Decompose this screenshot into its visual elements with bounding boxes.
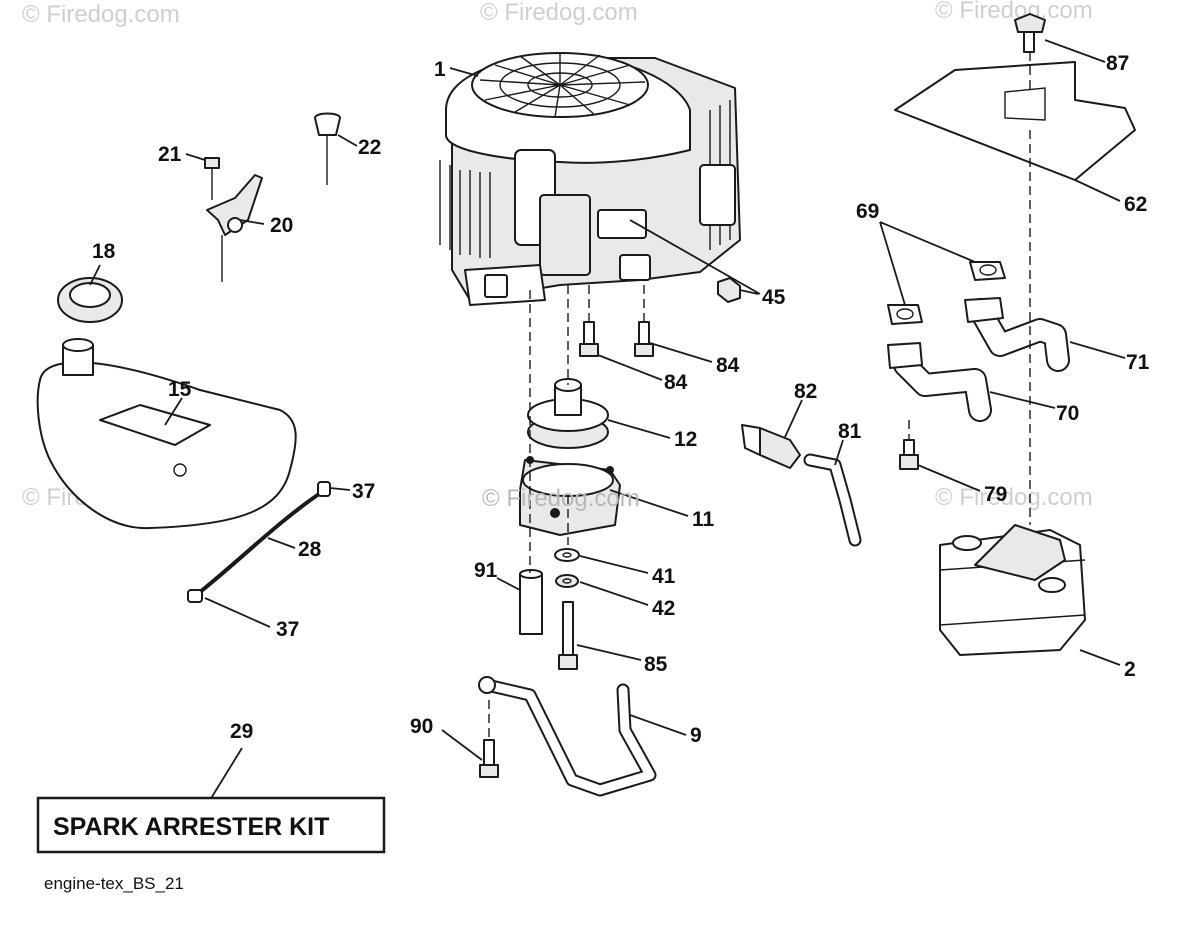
exhaust-pipe-part-71 (964, 297, 1070, 372)
callout-numbers: 1 2 9 11 12 15 18 20 21 22 28 29 37 37 4… (92, 52, 1150, 747)
clamp-part-37-lower (187, 589, 203, 603)
callout-22: 22 (358, 136, 381, 159)
bolt-part-84-left (579, 321, 599, 357)
exhaust-pipe-part-70 (887, 342, 992, 422)
callout-87: 87 (1106, 52, 1129, 75)
callout-90: 90 (410, 715, 433, 738)
callout-29: 29 (230, 720, 253, 743)
callout-12: 12 (674, 428, 697, 451)
fitting-part-82 (741, 424, 801, 469)
bolt-part-84-right (634, 321, 654, 357)
spacer-part-91 (519, 569, 543, 635)
muffler-part-2 (939, 524, 1086, 656)
callout-84-right: 84 (716, 354, 740, 377)
diagram-caption: engine-tex_BS_21 (44, 874, 184, 893)
callout-70: 70 (1056, 402, 1079, 425)
washer-part-41 (554, 548, 580, 562)
callout-21: 21 (158, 143, 182, 166)
rod-part-9 (478, 676, 657, 797)
callout-2: 2 (1124, 658, 1136, 681)
callout-69: 69 (856, 200, 879, 223)
watermark-mid-right: © Firedog.com (935, 484, 1093, 511)
fuel-line-part-28 (198, 490, 324, 594)
nut-part-45 (717, 277, 741, 303)
spark-arrester-kit-box: SPARK ARRESTER KIT (36, 796, 386, 854)
callout-85: 85 (644, 653, 668, 676)
gasket-part-69-lower (887, 304, 923, 325)
callout-42: 42 (652, 597, 675, 620)
callout-28: 28 (298, 538, 322, 561)
callout-37-upper: 37 (352, 480, 375, 503)
gasket-part-69-upper (969, 261, 1006, 281)
callout-20: 20 (270, 214, 293, 237)
throttle-part-20 (206, 174, 263, 282)
alignment-lines (488, 52, 1031, 740)
callout-9: 9 (690, 724, 702, 747)
clamp-part-37-upper (317, 481, 331, 497)
engine-part-1 (439, 52, 741, 306)
bolt-part-87 (1014, 13, 1046, 53)
fuel-tank-part-15 (36, 338, 297, 530)
bolt-part-85 (558, 601, 578, 670)
callout-91: 91 (474, 559, 498, 582)
heat-shield-part-62 (894, 61, 1136, 181)
washer-part-42 (555, 574, 579, 588)
callout-15: 15 (168, 378, 192, 401)
callout-45: 45 (762, 286, 786, 309)
leader-lines (89, 39, 1126, 801)
callout-71: 71 (1126, 351, 1150, 374)
callout-37-lower: 37 (276, 618, 299, 641)
callout-41: 41 (652, 565, 676, 588)
pulley-part-12 (527, 378, 609, 449)
knob-part-22 (314, 112, 341, 185)
callout-11: 11 (692, 508, 715, 531)
watermark-top-left: © Firedog.com (22, 1, 180, 28)
screw-part-21 (204, 157, 220, 200)
callout-1: 1 (434, 58, 446, 81)
callout-18: 18 (92, 240, 116, 263)
callout-84-left: 84 (664, 371, 688, 394)
callout-82: 82 (794, 380, 817, 403)
bolt-part-90 (479, 739, 499, 778)
callout-81: 81 (838, 420, 862, 443)
watermark-center: © Firedog.com (482, 485, 640, 512)
callout-79: 79 (984, 483, 1007, 506)
watermark-top-center: © Firedog.com (480, 0, 638, 26)
hose-part-81 (803, 453, 862, 547)
bolt-part-79 (899, 439, 919, 470)
watermark-top-right: © Firedog.com (935, 0, 1093, 24)
spark-arrester-kit-label: SPARK ARRESTER KIT (53, 813, 329, 841)
callout-62: 62 (1124, 193, 1147, 216)
